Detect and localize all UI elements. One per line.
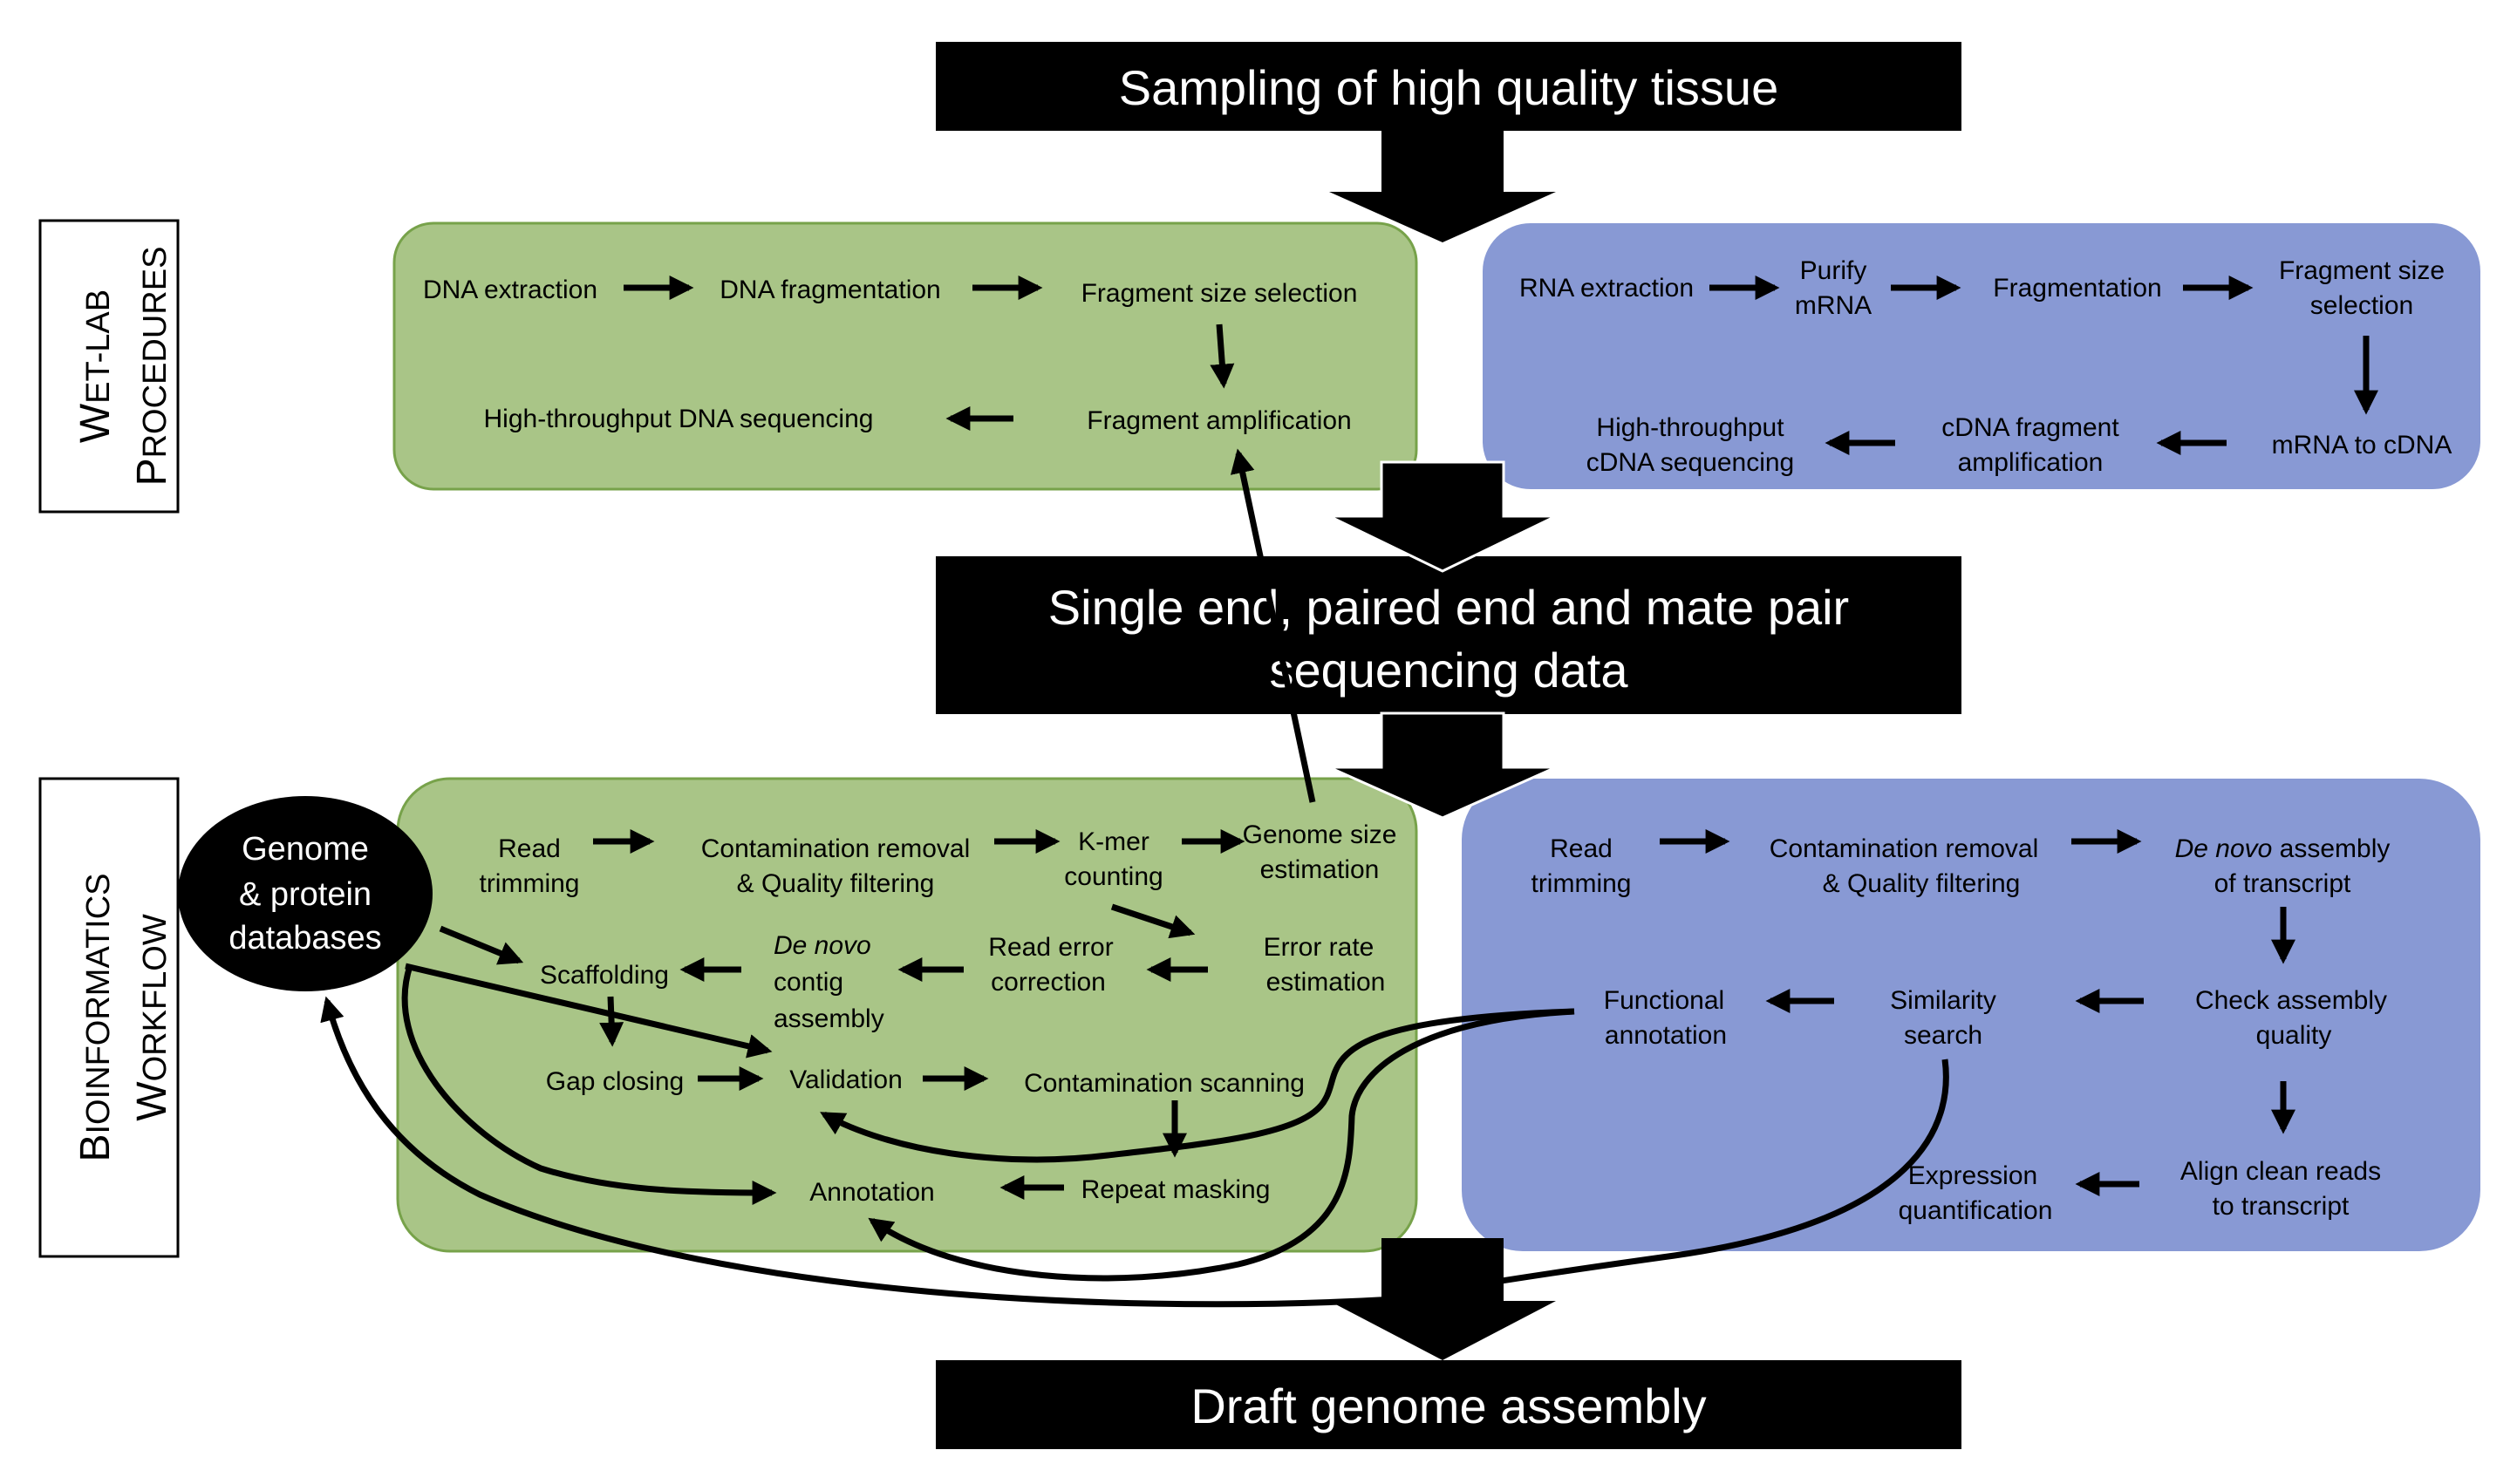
banner-sequencing-text-2: sequencing data	[1269, 643, 1628, 698]
purify-mrna-2: mRNA	[1795, 291, 1872, 320]
bioinf-transcriptome-panel	[1462, 779, 2480, 1251]
g-errest-1: Error rate	[1264, 933, 1374, 962]
bio-genome-nodes: Read trimming Contamination removal & Qu…	[479, 820, 1396, 1207]
bioinf-label: BIOINFORMATICS WORKFLOW	[72, 873, 175, 1161]
database-label-3: databases	[229, 920, 381, 956]
dna-extraction: DNA extraction	[423, 276, 597, 304]
curve-arrows	[320, 964, 1949, 1308]
wet-rna-nodes: RNA extraction Purify mRNA Fragmentation…	[1519, 256, 2452, 477]
g-contam-2: & Quality filtering	[737, 869, 935, 898]
g-denovo-2: contig	[774, 968, 843, 997]
wetlab-label-box	[38, 219, 180, 514]
g-denovo-3: assembly	[774, 1004, 884, 1033]
banner-sampling	[936, 42, 1961, 131]
cdna-amp-2: amplification	[1958, 448, 2104, 477]
t-denovo-1: De novo assembly	[2175, 834, 2391, 863]
rna-extraction: RNA extraction	[1519, 274, 1694, 303]
banner-sampling-text: Sampling of high quality tissue	[1119, 60, 1778, 115]
g-readerr-1: Read error	[988, 933, 1113, 962]
g-read-trim-2: trimming	[479, 869, 579, 898]
g-kmer-1: K-mer	[1078, 827, 1149, 856]
block-arrow-2	[1328, 460, 1557, 573]
t-func-2: annotation	[1605, 1021, 1727, 1050]
t-read-trim-2: trimming	[1531, 869, 1631, 898]
bio-transcriptome-nodes: Read trimming Contamination removal & Qu…	[1531, 834, 2390, 1225]
svg-text:WORKFLOW: WORKFLOW	[129, 914, 175, 1121]
t-sim-2: search	[1904, 1021, 1982, 1050]
t-expr-1: Expression	[1908, 1161, 2037, 1190]
banner-sequencing-data	[936, 556, 1961, 714]
t-contam-1: Contamination removal	[1770, 834, 2038, 863]
flow-arrows	[405, 276, 2378, 1200]
g-readerr-2: correction	[991, 968, 1106, 997]
g-gsize-1: Genome size	[1243, 820, 1397, 849]
banner-draft-text: Draft genome assembly	[1190, 1378, 1706, 1433]
g-gap-closing: Gap closing	[546, 1067, 684, 1096]
ht-dna-sequencing: High-throughput DNA sequencing	[484, 405, 874, 433]
t-expr-2: quantification	[1899, 1196, 2053, 1225]
genome-database	[178, 796, 433, 991]
t-check-2: quality	[2256, 1021, 2332, 1050]
svg-text:BIOINFORMATICS: BIOINFORMATICS	[72, 873, 119, 1161]
rna-fss-2: selection	[2310, 291, 2413, 320]
block-arrow-1	[1329, 131, 1556, 242]
t-contam-2: & Quality filtering	[1823, 869, 2021, 898]
cdna-amp-1: cDNA fragment	[1941, 413, 2119, 442]
g-denovo-1: De novo	[774, 931, 871, 960]
rna-fss-1: Fragment size	[2279, 256, 2445, 285]
g-scaffolding: Scaffolding	[540, 961, 669, 990]
dna-fragmentation: DNA fragmentation	[720, 276, 940, 304]
t-check-1: Check assembly	[2195, 986, 2387, 1015]
g-read-trim-1: Read	[498, 834, 561, 863]
t-sim-1: Similarity	[1890, 986, 1996, 1015]
bioinf-label-box	[38, 777, 180, 1258]
g-kmer-2: counting	[1064, 862, 1163, 891]
bioinf-genome-panel	[396, 777, 1418, 1253]
banner-draft-genome	[936, 1360, 1961, 1449]
wetlab-label: WET-LAB PROCEDURES	[72, 247, 175, 487]
purify-mrna-1: Purify	[1800, 256, 1867, 285]
g-repeat-mask: Repeat masking	[1081, 1175, 1271, 1204]
fragment-amplification: Fragment amplification	[1087, 406, 1351, 435]
svg-text:WET-LAB: WET-LAB	[72, 289, 119, 443]
banner-sequencing-text-1: Single end, paired end and mate pair	[1048, 580, 1849, 635]
block-arrow-3	[1328, 711, 1557, 820]
t-align-2: to transcript	[2213, 1192, 2350, 1221]
wet-dna-nodes: DNA extraction DNA fragmentation Fragmen…	[423, 276, 1357, 435]
g-contam-1: Contamination removal	[701, 834, 970, 863]
g-gsize-2: estimation	[1260, 855, 1380, 884]
mrna-to-cdna: mRNA to cDNA	[2272, 431, 2452, 459]
g-contam-scan: Contamination scanning	[1024, 1069, 1305, 1098]
t-align-1: Align clean reads	[2180, 1157, 2381, 1186]
ht-cdna-1: High-throughput	[1596, 413, 1784, 442]
ht-cdna-2: cDNA sequencing	[1586, 448, 1794, 477]
database-label-2: & protein	[239, 876, 372, 913]
fragment-size-selection: Fragment size selection	[1081, 279, 1358, 308]
rna-fragmentation: Fragmentation	[1993, 274, 2161, 303]
t-read-trim-1: Read	[1550, 834, 1613, 863]
t-denovo-2: of transcript	[2214, 869, 2351, 898]
svg-text:PROCEDURES: PROCEDURES	[129, 247, 175, 487]
wetlab-dna-panel	[392, 221, 1418, 491]
g-errest-2: estimation	[1266, 968, 1386, 997]
database-label-1: Genome	[242, 831, 369, 868]
t-func-1: Functional	[1604, 986, 1724, 1015]
block-arrow-4	[1329, 1238, 1556, 1360]
g-validation: Validation	[789, 1065, 903, 1094]
g-annotation: Annotation	[809, 1178, 934, 1207]
